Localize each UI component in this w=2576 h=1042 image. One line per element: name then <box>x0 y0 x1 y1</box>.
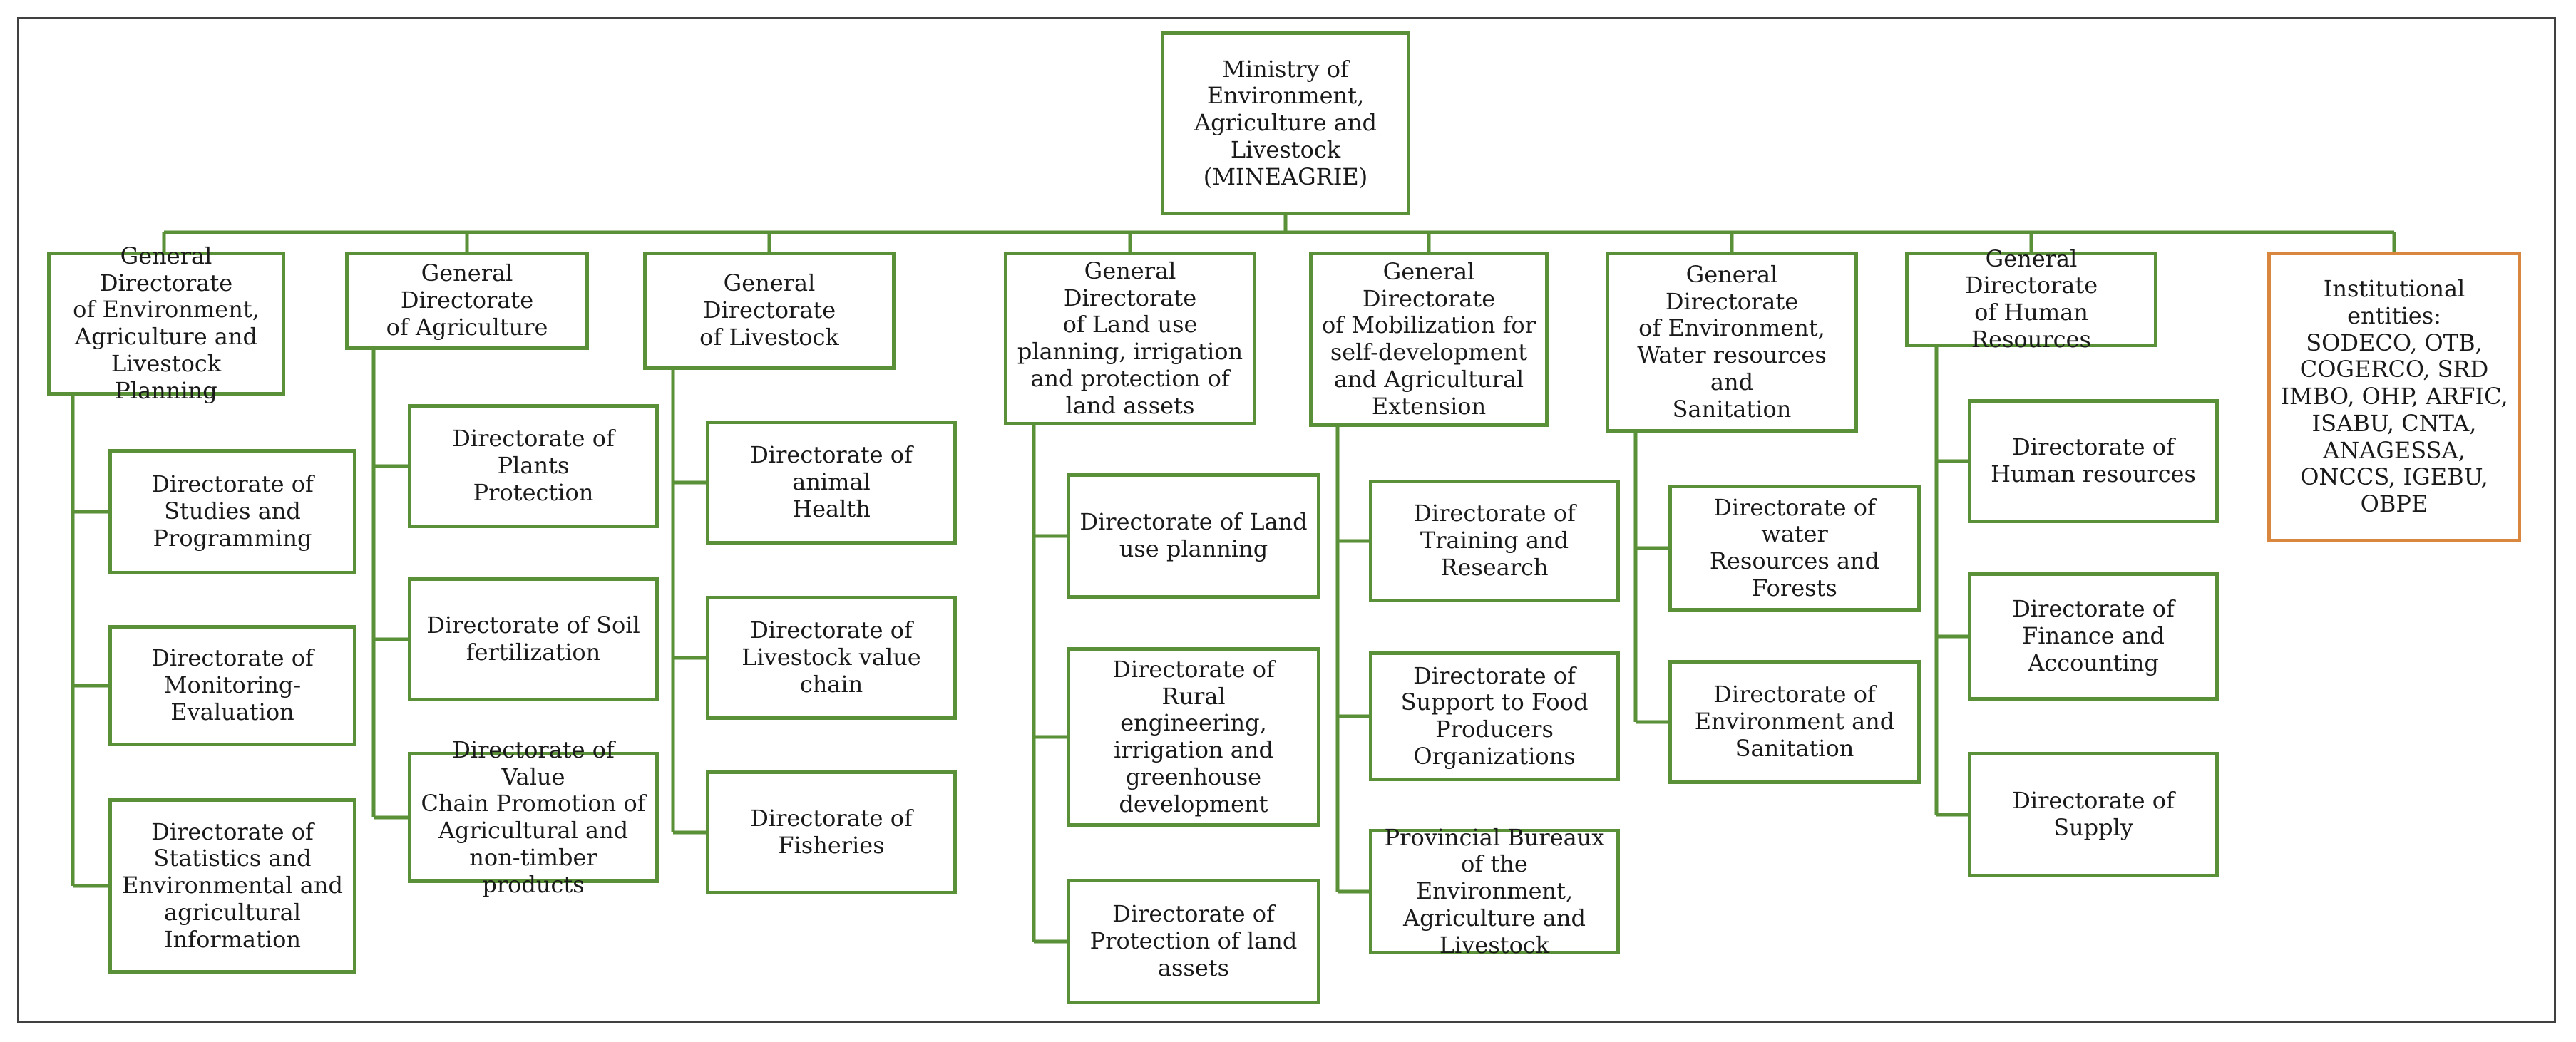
dir-fisheries-label: Directorate of Fisheries <box>750 805 913 859</box>
dir-statistics-label: Directorate of Statistics and Environmen… <box>122 817 343 953</box>
dir-soil-fertilization-box: Directorate of Soil fertilization <box>408 577 659 701</box>
dir-value-chain-agri-label: Directorate of Value Chain Promotion of … <box>421 736 646 898</box>
dir-value-chain-agri-box: Directorate of Value Chain Promotion of … <box>408 736 659 897</box>
dir-finance-accounting-label: Directorate of Finance and Accounting <box>2012 595 2175 676</box>
dir-human-resources-box: Directorate of Human resources <box>1968 399 2219 523</box>
dir-supply-label: Directorate of Supply <box>2012 787 2175 841</box>
dir-studies-box: Directorate of Studies and Programming <box>108 449 356 574</box>
gd-planning-label: General Directorate of Environment, Agri… <box>73 242 260 404</box>
dir-training-research-box: Directorate of Training and Research <box>1369 480 1620 602</box>
ministry-label: Ministry of Environment, Agriculture and… <box>1194 55 1377 190</box>
dir-protection-land-box: Directorate of Protection of land assets <box>1067 879 1320 1004</box>
dir-protection-land-label: Directorate of Protection of land assets <box>1089 900 1298 981</box>
dir-water-forests-label: Directorate of water Resources and Fores… <box>1709 493 1880 602</box>
dir-monitoring-box: Directorate of Monitoring- Evaluation <box>108 625 356 746</box>
provincial-bureaux-box: Provincial Bureaux of the Environment, A… <box>1369 824 1620 958</box>
dir-supply-box: Directorate of Supply <box>1968 752 2219 877</box>
gd-mobilization-box: General Directorate of Mobilization for … <box>1309 252 1549 427</box>
dir-plants-protection-box: Directorate of Plants Protection <box>408 404 659 528</box>
gd-land-use-box: General Directorate of Land use planning… <box>1004 252 1256 425</box>
dir-livestock-value-chain-box: Directorate of Livestock value chain <box>706 596 957 720</box>
gd-agriculture-box: General Directorate of Agriculture <box>345 252 589 350</box>
dir-support-food-producers-box: Directorate of Support to Food Producers… <box>1369 651 1620 781</box>
institutional-entities-box: Institutional entities: SODECO, OTB, COG… <box>2267 252 2521 542</box>
gd-agriculture-label: General Directorate of Agriculture <box>386 259 548 341</box>
dir-livestock-value-chain-label: Directorate of Livestock value chain <box>742 617 921 698</box>
diagram-frame <box>17 17 2556 1023</box>
dir-fisheries-box: Directorate of Fisheries <box>706 770 957 894</box>
dir-monitoring-label: Directorate of Monitoring- Evaluation <box>151 644 314 726</box>
dir-water-forests-box: Directorate of water Resources and Fores… <box>1668 485 1921 612</box>
dir-rural-engineering-label: Directorate of Rural engineering, irriga… <box>1112 655 1275 817</box>
gd-livestock-label: General Directorate of Livestock <box>699 269 839 351</box>
gd-environment-water-box: General Directorate of Environment, Wate… <box>1606 252 1858 433</box>
gd-environment-water-label: General Directorate of Environment, Wate… <box>1637 260 1827 423</box>
gd-mobilization-label: General Directorate of Mobilization for … <box>1322 257 1536 420</box>
gd-planning-box: General Directorate of Environment, Agri… <box>47 242 285 403</box>
dir-studies-label: Directorate of Studies and Programming <box>151 470 314 552</box>
dir-animal-health-box: Directorate of animal Health <box>706 421 957 545</box>
ministry-box: Ministry of Environment, Agriculture and… <box>1161 31 1410 215</box>
dir-rural-engineering-box: Directorate of Rural engineering, irriga… <box>1067 647 1320 827</box>
dir-environment-sanitation-box: Directorate of Environment and Sanitatio… <box>1668 660 1921 784</box>
provincial-bureaux-label: Provincial Bureaux of the Environment, A… <box>1384 823 1605 959</box>
gd-human-resources-label: General Directorate of Human Resources <box>1964 244 2098 353</box>
dir-finance-accounting-box: Directorate of Finance and Accounting <box>1968 572 2219 701</box>
dir-animal-health-label: Directorate of animal Health <box>750 441 913 522</box>
dir-human-resources-label: Directorate of Human resources <box>1991 433 2196 488</box>
dir-training-research-label: Directorate of Training and Research <box>1413 500 1576 581</box>
gd-livestock-box: General Directorate of Livestock <box>643 252 896 370</box>
dir-environment-sanitation-label: Directorate of Environment and Sanitatio… <box>1694 681 1895 762</box>
dir-soil-fertilization-label: Directorate of Soil fertilization <box>426 612 640 666</box>
dir-statistics-box: Directorate of Statistics and Environmen… <box>108 798 356 974</box>
dir-land-use-planning-box: Directorate of Land use planning <box>1067 473 1320 599</box>
gd-human-resources-box: General Directorate of Human Resources <box>1905 245 2157 353</box>
institutional-entities-label: Institutional entities: SODECO, OTB, COG… <box>2280 275 2508 518</box>
dir-land-use-planning-label: Directorate of Land use planning <box>1079 508 1308 562</box>
dir-support-food-producers-label: Directorate of Support to Food Producers… <box>1400 661 1589 770</box>
dir-plants-protection-label: Directorate of Plants Protection <box>452 425 615 506</box>
gd-land-use-label: General Directorate of Land use planning… <box>1017 257 1243 419</box>
